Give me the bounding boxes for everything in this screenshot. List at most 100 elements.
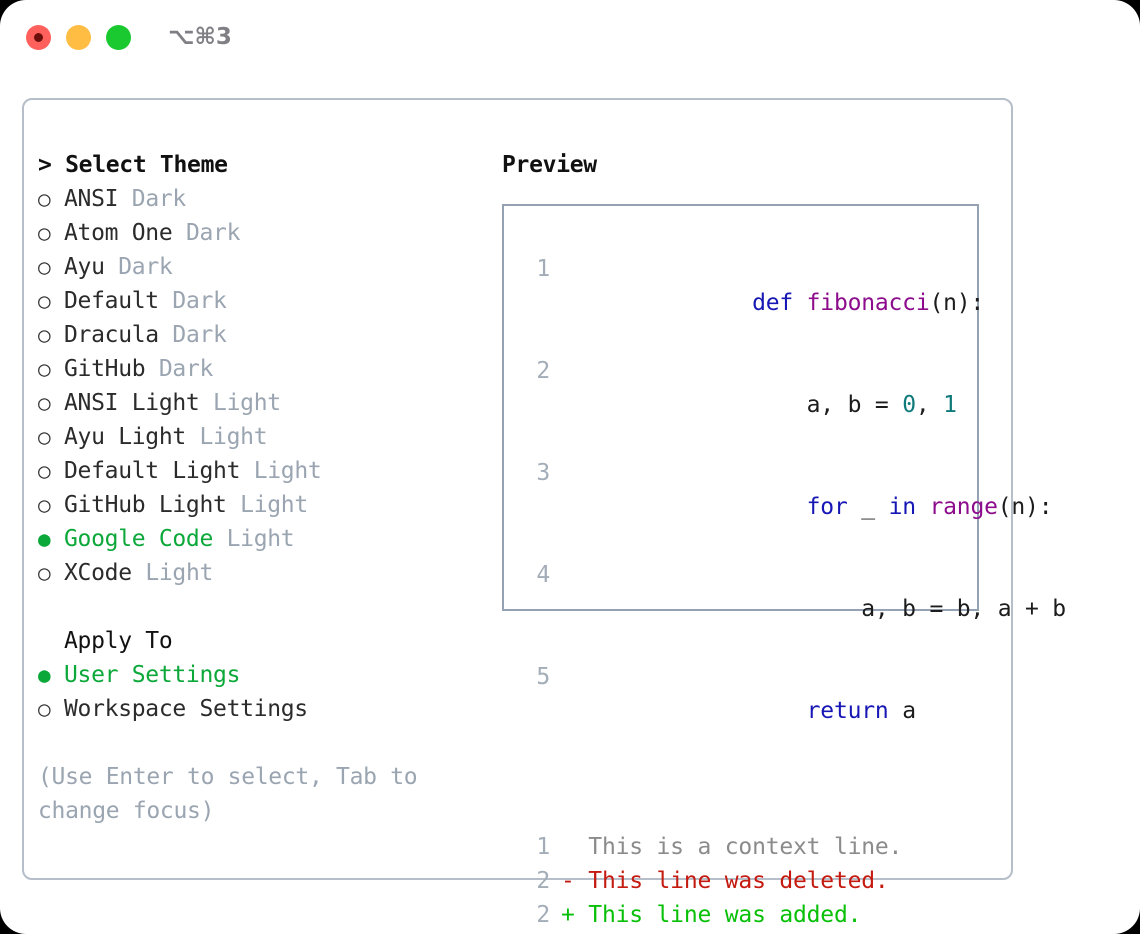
apply-to-option-user-settings[interactable]: ● User Settings	[38, 658, 478, 692]
theme-option-dracula[interactable]: ○ Dracula Dark	[38, 318, 478, 352]
token-keyword: return	[806, 698, 889, 724]
theme-option-atom-one[interactable]: ○ Atom One Dark	[38, 216, 478, 250]
theme-option-label: GitHub	[64, 356, 146, 382]
line-number: 2	[536, 358, 550, 384]
theme-option-default-light[interactable]: ○ Default Light Light	[38, 454, 478, 488]
theme-option-ansi[interactable]: ○ ANSI Dark	[38, 182, 478, 216]
radio-unselected-icon: ○	[38, 391, 51, 415]
theme-variant-badge: Light	[253, 458, 322, 484]
radio-unselected-icon: ○	[38, 187, 51, 211]
diff-marker	[561, 830, 575, 864]
theme-variant-badge: Light	[226, 526, 295, 552]
theme-option-label: Google Code	[64, 526, 214, 552]
theme-option-google-code[interactable]: ● Google Code Light	[38, 522, 478, 556]
diff-line-deleted: 2 - This line was deleted.	[522, 864, 977, 898]
theme-option-suffix	[159, 318, 173, 352]
code-content: def fibonacci(n):	[561, 252, 984, 354]
radio-selected-icon: ●	[38, 527, 51, 551]
theme-option-suffix	[172, 216, 186, 250]
token-keyword: def	[752, 290, 807, 316]
theme-option-label: GitHub Light	[64, 492, 227, 518]
token-number: 0	[902, 392, 916, 418]
apply-to-option-workspace-settings[interactable]: ○ Workspace Settings	[38, 692, 478, 726]
theme-option-label: Dracula	[64, 322, 159, 348]
theme-option-suffix	[227, 488, 241, 522]
diff-line-added: 2 + This line was added.	[522, 898, 977, 932]
token-keyword: for	[806, 494, 848, 520]
diff-line-context: 1 This is a context line.	[522, 830, 977, 864]
theme-variant-badge: Light	[145, 560, 214, 586]
theme-option-label: ANSI Light	[64, 390, 200, 416]
code-line: 2 a, b = 0, 1	[522, 354, 977, 456]
traffic-light-group	[26, 25, 131, 50]
token-plain	[752, 698, 807, 724]
code-line: 1 def fibonacci(n):	[522, 252, 984, 354]
close-button[interactable]	[26, 25, 51, 50]
theme-option-ayu[interactable]: ○ Ayu Dark	[38, 250, 478, 284]
radio-unselected-icon: ○	[38, 289, 51, 313]
code-line: 5 return a	[522, 660, 977, 762]
theme-variant-badge: Light	[240, 492, 308, 518]
code-blank-line	[522, 762, 977, 796]
token-plain: _	[847, 494, 889, 520]
theme-option-label: Default	[64, 288, 159, 314]
diff-text: This line was added.	[574, 902, 862, 928]
radio-unselected-icon: ○	[38, 493, 51, 517]
radio-unselected-icon: ○	[38, 561, 51, 585]
theme-variant-badge: Dark	[185, 220, 241, 246]
code-line: 3 for _ in range(n):	[522, 456, 1052, 558]
radio-unselected-icon: ○	[38, 357, 51, 381]
token-plain	[916, 494, 930, 520]
radio-unselected-icon: ○	[38, 459, 51, 483]
token-plain: (n):	[929, 290, 985, 316]
preview-code-box: 1 def fibonacci(n): 2 a, b = 0, 1 3	[502, 204, 1066, 928]
theme-option-github[interactable]: ○ GitHub Dark	[38, 352, 478, 386]
token-plain	[752, 494, 807, 520]
main-panel: > Select Theme ○ ANSI Dark ○ Atom One Da…	[22, 98, 1066, 928]
theme-variant-badge: Dark	[131, 186, 187, 212]
theme-option-suffix	[186, 420, 200, 454]
token-plain: a, b =	[752, 392, 903, 418]
radio-unselected-icon: ○	[38, 255, 51, 279]
theme-variant-badge: Light	[199, 424, 268, 450]
diff-marker: -	[561, 868, 575, 894]
preview-heading: Preview	[502, 152, 597, 178]
line-number: 1	[536, 834, 550, 860]
line-number: 4	[536, 562, 550, 588]
keyboard-shortcut-label: ⌥⌘3	[168, 24, 232, 50]
theme-option-suffix	[213, 522, 227, 556]
theme-variant-badge: Dark	[172, 322, 227, 348]
diff-marker: +	[561, 902, 575, 928]
theme-option-github-light[interactable]: ○ GitHub Light Light	[38, 488, 478, 522]
token-plain: (n):	[997, 494, 1053, 520]
theme-variant-badge: Dark	[172, 288, 227, 314]
panel-columns: > Select Theme ○ ANSI Dark ○ Atom One Da…	[24, 100, 1066, 928]
line-number: 3	[536, 460, 550, 486]
code-blank-line	[522, 796, 977, 830]
token-plain: ,	[915, 392, 944, 418]
select-theme-heading: > Select Theme	[38, 152, 228, 178]
theme-option-label: Ayu Light	[64, 424, 186, 450]
theme-option-suffix	[240, 454, 254, 488]
theme-option-ayu-light[interactable]: ○ Ayu Light Light	[38, 420, 478, 454]
theme-option-ansi-light[interactable]: ○ ANSI Light Light	[38, 386, 478, 420]
code-content: return a	[561, 660, 916, 762]
line-number: 5	[536, 664, 550, 690]
theme-option-suffix	[145, 352, 159, 386]
section-spacer	[38, 590, 478, 624]
theme-option-default[interactable]: ○ Default Dark	[38, 284, 478, 318]
token-plain: a, b = b, a + b	[752, 596, 1066, 622]
theme-option-suffix	[159, 284, 173, 318]
theme-option-xcode[interactable]: ○ XCode Light	[38, 556, 478, 590]
code-content: a, b = b, a + b	[561, 558, 1066, 660]
theme-option-label: Default Light	[64, 458, 241, 484]
keyboard-hint-text: (Use Enter to select, Tab to change focu…	[38, 764, 418, 824]
minimize-button[interactable]	[66, 25, 91, 50]
token-keyword: in	[888, 494, 916, 520]
radio-unselected-icon: ○	[38, 697, 51, 721]
line-number: 2	[536, 902, 550, 928]
maximize-button[interactable]	[106, 25, 131, 50]
apply-to-option-label: User Settings	[64, 662, 241, 688]
theme-option-label: XCode	[64, 560, 132, 586]
